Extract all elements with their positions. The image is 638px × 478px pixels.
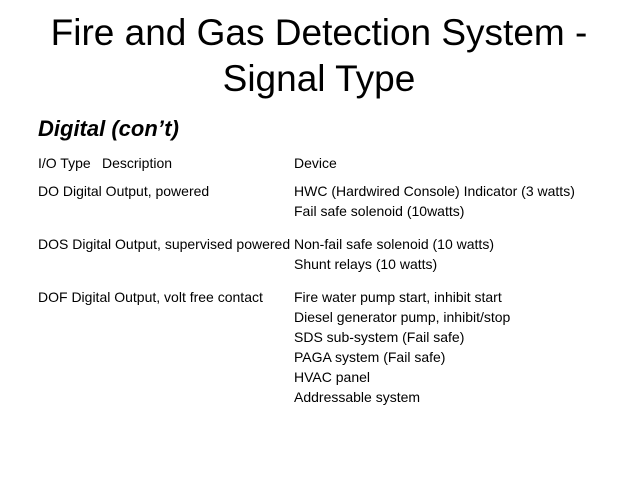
row-devices: HWC (Hardwired Console) Indicator (3 wat… (294, 181, 628, 221)
device-item: Non-fail safe solenoid (10 watts) (294, 236, 494, 252)
section-subtitle: Digital (con’t) (38, 116, 179, 141)
header-device: Device (294, 155, 337, 171)
header-left: I/O Type Description (38, 153, 294, 173)
table-row: DO Digital Output, powered HWC (Hardwire… (38, 181, 628, 221)
device-item: Addressable system (294, 389, 421, 405)
device-item: SDS sub-system (Fail safe) (294, 329, 465, 345)
signal-type-table: I/O Type Description Device DO Digital Ou… (38, 153, 628, 407)
table-row: DOS Digital Output, supervised powered N… (38, 234, 628, 274)
device-item: Diesel generator pump, inhibit/stop (294, 309, 511, 325)
row-devices: Non-fail safe solenoid (10 watts) Shunt … (294, 234, 628, 274)
table-header-row: I/O Type Description Device (38, 153, 628, 173)
row-description: DOS Digital Output, supervised powered (38, 236, 291, 252)
table-row: DOF Digital Output, volt free contact Fi… (38, 287, 628, 407)
row-description: DO Digital Output, powered (38, 183, 210, 199)
header-io-type: I/O Type (38, 155, 91, 171)
device-item: Shunt relays (10 watts) (294, 256, 438, 272)
device-item: Fail safe solenoid (10watts) (294, 203, 465, 219)
device-item: HWC (Hardwired Console) Indicator (3 wat… (294, 183, 575, 199)
header-description: Description (102, 155, 173, 171)
row-devices: Fire water pump start, inhibit start Die… (294, 287, 628, 407)
device-item: HVAC panel (294, 369, 371, 385)
device-item: Fire water pump start, inhibit start (294, 289, 502, 305)
device-item: PAGA system (Fail safe) (294, 349, 446, 365)
row-description: DOF Digital Output, volt free contact (38, 289, 263, 305)
slide-title: Fire and Gas Detection System - Signal T… (50, 12, 588, 99)
